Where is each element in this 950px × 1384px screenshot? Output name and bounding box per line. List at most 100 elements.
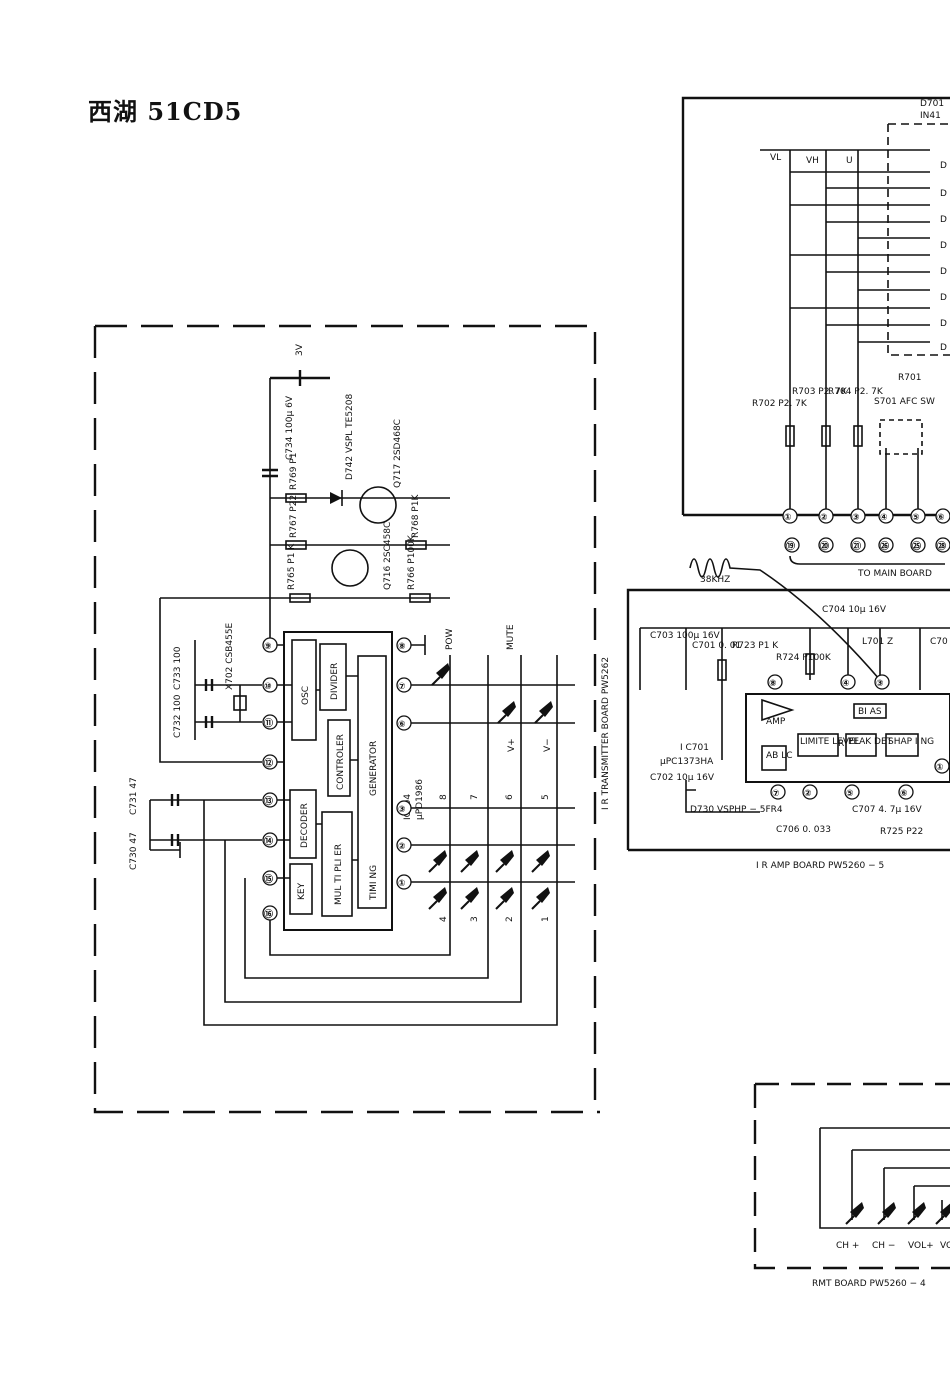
pin-9: ⑨	[264, 642, 272, 652]
amp-board-label: I R AMP BOARD PW5260 − 5	[756, 861, 884, 871]
ir-amp-board: 38KHZ C704 10μ 16V C703 100μ 16V C701 0.…	[626, 558, 950, 871]
amp-pin-8: ⑧	[769, 679, 777, 689]
c733-label: C733 100	[173, 646, 183, 690]
d-label-8: D	[940, 343, 947, 353]
row-1: 1	[541, 916, 551, 922]
d-label-5: D	[940, 267, 947, 277]
pin-6: ⑥	[398, 720, 406, 730]
line-u: U	[846, 156, 853, 166]
page-title: 西湖 51CD5	[88, 97, 243, 126]
ic704-left-pins: ⑨ ⑩ ⑪ ⑫ ⑬ ⑭ ⑮ ⑯	[262, 637, 278, 921]
conn-20: ⑳	[820, 540, 829, 552]
amp-pin-3: ③	[876, 679, 884, 689]
decoder-block: DECODER	[300, 803, 310, 848]
pin-2: ②	[398, 842, 406, 852]
conn-21: ㉑	[852, 540, 861, 552]
bias-block: BI AS	[858, 707, 882, 717]
conn-25: ㉕	[912, 540, 921, 552]
pin-7: ⑦	[398, 682, 406, 692]
d-label-1: D	[940, 161, 947, 171]
d701-part: IN41	[920, 111, 941, 121]
key-mute: MUTE	[506, 624, 516, 650]
amp-pin-2: ②	[804, 789, 812, 799]
conn-28: ㉘	[937, 540, 946, 552]
pin-16: ⑯	[264, 908, 273, 920]
pin-10: ⑩	[264, 682, 272, 692]
timing-block: TIMI NG	[369, 865, 379, 901]
amp-pin-6: ⑥	[900, 789, 908, 799]
amp-block: AMP	[766, 717, 786, 727]
divider-block: DIVIDER	[330, 663, 340, 700]
row-4: 4	[439, 916, 449, 922]
c730-label: C730 47	[129, 832, 139, 870]
s701-label: S701 AFC SW	[874, 397, 935, 407]
col-5: 5	[541, 794, 551, 800]
line-vl: VL	[770, 153, 781, 163]
ic704-body	[283, 631, 393, 931]
rmt-board-label: RMT BOARD PW5260 − 4	[812, 1279, 926, 1289]
amp-pins-bottom: ⑦ ② ⑤ ⑥	[770, 784, 914, 800]
ir-transmitter-board: I R TRANSMITTER BOARD PW5262 OSC DIVIDER…	[93, 324, 611, 1114]
key-vol-up: V+	[507, 738, 517, 752]
conn-2: ②	[820, 513, 828, 523]
q716-label: Q716 2SC458C	[383, 522, 393, 590]
c731-label: C731 47	[129, 777, 139, 815]
r765-label: R765 P1 K	[287, 543, 297, 590]
c732-label: C732 100	[173, 694, 183, 738]
r725-label: R725 P22	[880, 827, 923, 837]
d701-label: D701	[920, 99, 944, 109]
c702-label: C702 10μ 16V	[650, 773, 715, 783]
pin-1: ①	[398, 879, 406, 889]
conn-6: ⑥	[937, 513, 945, 523]
row-3: 3	[470, 916, 480, 922]
main-switch-board: D701 IN41 VL VH U D D D D D D D D R701 R…	[681, 96, 950, 579]
amp-pin-7: ⑦	[772, 789, 780, 799]
amp-pin-5: ⑤	[846, 789, 854, 799]
d742-label: D742 VSPL TE5208	[345, 393, 355, 480]
main-board-connector: ① ② ③ ④ ⑤ ⑥ ⑲ ⑳ ㉑ ㉖ ㉕ ㉘	[782, 508, 950, 553]
key-block: KEY	[297, 882, 307, 900]
c706-label: C706 0. 033	[776, 825, 831, 835]
d-label-4: D	[940, 241, 947, 251]
c704-label: C704 10μ 16V	[822, 605, 887, 615]
rmt-board: CH + CH − VOL+ VO RMT BOARD PW5260 − 4	[753, 1082, 950, 1289]
col-7: 7	[470, 794, 480, 800]
multiplier-block: MUL TI PLI ER	[334, 844, 344, 905]
d-label-2: D	[940, 189, 947, 199]
conn-26: ㉖	[880, 540, 889, 552]
key-pow: POW	[445, 628, 455, 650]
rmt-key-vol-up: VOL+	[908, 1241, 934, 1251]
amp-pins-top: ⑧ ④ ③	[767, 674, 890, 690]
ablc-block: AB LC	[766, 751, 793, 761]
supply-3v: 3V	[295, 343, 305, 356]
c707-label: C707 4. 7μ 16V	[852, 805, 923, 815]
freq-label: 38KHZ	[700, 575, 730, 585]
x702-label: X702 CSB455E	[225, 622, 235, 690]
r701-label: R701	[898, 373, 921, 383]
to-main-board: TO MAIN BOARD	[857, 569, 932, 579]
d730-label: D730 VSPHP − 5FR4	[690, 805, 783, 815]
pin-15: ⑮	[264, 873, 273, 885]
col-6: 6	[505, 794, 515, 800]
c701-label: C701 0. 01	[692, 641, 741, 651]
amp-pin-4: ④	[842, 679, 850, 689]
shaping-block: SHAP I NG	[888, 737, 934, 747]
line-vh: VH	[806, 156, 819, 166]
r768-label: R768 P1K	[411, 494, 421, 538]
rmt-key-ch-up: CH +	[836, 1241, 859, 1251]
rmt-key-ch-down: CH −	[872, 1241, 895, 1251]
ic701-body	[745, 693, 950, 783]
r767-label: R767 P22	[289, 495, 299, 538]
row-2: 2	[505, 916, 515, 922]
band-switch-lines	[760, 149, 930, 343]
r704-label: R704 P2. 7K	[828, 387, 884, 397]
peak-det-block: PEAK DET	[848, 737, 893, 747]
rmt-key-vol-down: VO	[940, 1241, 950, 1251]
r702-label: R702 P2. 7K	[752, 399, 808, 409]
d-label-6: D	[940, 293, 947, 303]
d-label-3: D	[940, 215, 947, 225]
limite-level-block: LIMITE LEVEL	[800, 737, 860, 747]
amp-pin-1: ①	[936, 763, 944, 773]
pin-13: ⑬	[264, 795, 273, 807]
